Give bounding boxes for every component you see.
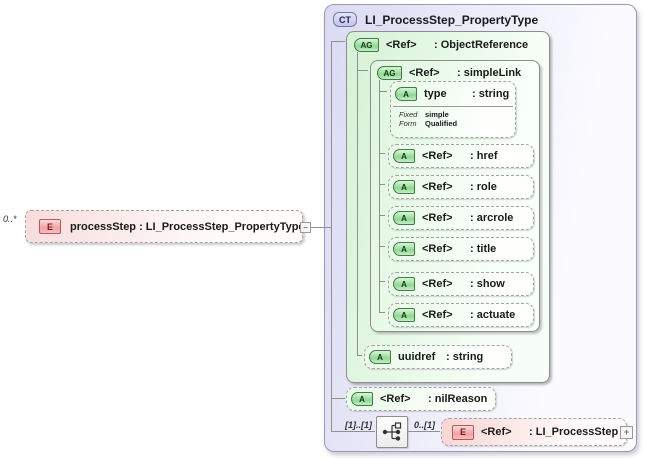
complex-type-box[interactable]: CT LI_ProcessStep_PropertyType AG <Ref> … xyxy=(324,4,637,452)
attribute-group-name: <Ref> xyxy=(409,67,440,79)
expand-icon: + xyxy=(623,427,630,437)
facet-divider xyxy=(393,106,513,107)
attribute-type-name: : arcrole xyxy=(470,212,514,224)
expand-toggle[interactable]: + xyxy=(620,426,633,439)
attribute-actuate[interactable]: A <Ref> : actuate xyxy=(388,303,534,327)
attribute-nilreason[interactable]: A <Ref> : nilReason xyxy=(346,387,496,411)
attribute-type-name: : role xyxy=(470,181,497,193)
attribute-type-name: : href xyxy=(470,150,498,162)
connector-line xyxy=(358,70,368,71)
connector-line xyxy=(380,184,385,185)
attribute-name: uuidref xyxy=(398,351,436,363)
attribute-name: <Ref> xyxy=(422,309,453,321)
attribute-name: type xyxy=(424,88,447,100)
attribute-type-name: : actuate xyxy=(470,309,516,321)
connector-line xyxy=(332,431,375,432)
attribute-group-header: AG <Ref> : simpleLink xyxy=(377,66,521,80)
attribute-name: <Ref> xyxy=(422,181,453,193)
attribute-title[interactable]: A <Ref> : title xyxy=(388,237,534,261)
connector-line xyxy=(380,91,387,92)
attribute-group-type: : simpleLink xyxy=(457,67,522,79)
attribute-badge-icon: A xyxy=(393,180,415,194)
complex-type-badge-icon: CT xyxy=(333,12,357,27)
attribute-badge-icon: A xyxy=(351,392,373,406)
attribute-name: <Ref> xyxy=(422,212,453,224)
element-li-processstep[interactable]: E <Ref> : LI_ProcessStep + xyxy=(441,418,633,446)
attribute-uuidref[interactable]: A uuidref : string xyxy=(364,345,512,369)
attribute-arcrole[interactable]: A <Ref> : arcrole xyxy=(388,206,534,230)
connector-line xyxy=(380,153,385,154)
connector-line xyxy=(311,227,332,228)
attribute-badge-icon: A xyxy=(393,277,415,291)
attribute-type-name: : show xyxy=(470,278,505,290)
connector-line xyxy=(407,431,440,432)
attribute-group-header: AG <Ref> : ObjectReference xyxy=(354,38,528,52)
attribute-type[interactable]: A type : string Fixed simple Form Qualif… xyxy=(390,81,516,138)
facet-list: Fixed simple Form Qualified xyxy=(391,107,515,128)
attribute-type-name: : title xyxy=(470,243,497,255)
attribute-group-name: <Ref> xyxy=(386,39,417,51)
attribute-group-objectreference[interactable]: AG <Ref> : ObjectReference AG <Ref> : si… xyxy=(346,31,550,383)
attribute-href[interactable]: A <Ref> : href xyxy=(388,144,534,168)
attribute-group-badge-icon: AG xyxy=(377,66,402,80)
attribute-type-name: : string xyxy=(472,88,510,100)
attribute-badge-icon: A xyxy=(393,149,415,163)
attribute-show[interactable]: A <Ref> : show xyxy=(388,272,534,296)
attribute-name: <Ref> xyxy=(422,150,453,162)
connector-line xyxy=(380,312,385,313)
attribute-group-badge-icon: AG xyxy=(354,38,379,52)
element-type: : LI_ProcessStep xyxy=(529,426,619,438)
sequence-cardinality-label: [1]..[1] xyxy=(345,420,372,430)
collapse-icon: − xyxy=(303,222,308,232)
element-badge-icon: E xyxy=(452,424,474,440)
attribute-type-name: : nilReason xyxy=(428,393,488,405)
attribute-role[interactable]: A <Ref> : role xyxy=(388,175,534,199)
cardinality-label: 0..* xyxy=(3,214,17,224)
attribute-group-type: : ObjectReference xyxy=(434,39,529,51)
element-badge-icon: E xyxy=(39,219,61,234)
attribute-name: <Ref> xyxy=(380,393,411,405)
facet-fixed: Fixed simple xyxy=(399,110,515,119)
facet-form: Form Qualified xyxy=(399,119,515,128)
element-name: <Ref> xyxy=(481,426,512,438)
attribute-badge-icon: A xyxy=(369,350,391,364)
facet-value: simple xyxy=(425,110,449,119)
element-label: processStep : LI_ProcessStep_PropertyTyp… xyxy=(70,220,305,233)
attribute-badge-icon: A xyxy=(393,308,415,322)
facet-label: Form xyxy=(399,119,417,128)
attribute-group-simplelink[interactable]: AG <Ref> : simpleLink A type : string Fi… xyxy=(370,60,540,332)
facet-value: Qualified xyxy=(425,119,458,128)
connector-line xyxy=(379,80,380,313)
attribute-name: <Ref> xyxy=(422,243,453,255)
sequence-compositor-button[interactable] xyxy=(376,416,408,448)
connector-line xyxy=(331,41,332,432)
element-processstep[interactable]: E processStep : LI_ProcessStep_PropertyT… xyxy=(25,210,305,243)
connector-line xyxy=(380,246,385,247)
facet-label: Fixed xyxy=(399,110,418,119)
connector-line xyxy=(332,41,345,42)
attribute-badge-icon: A xyxy=(393,211,415,225)
connector-line xyxy=(357,52,358,356)
attribute-row: A type : string xyxy=(391,82,515,106)
connector-line xyxy=(358,355,362,356)
attribute-badge-icon: A xyxy=(393,242,415,256)
attribute-type-name: : string xyxy=(446,351,484,363)
connector-line xyxy=(380,215,385,216)
attribute-badge-icon: A xyxy=(395,87,417,101)
element-cardinality-label: 0..[1] xyxy=(414,420,436,430)
complex-type-title: LI_ProcessStep_PropertyType xyxy=(365,12,539,27)
connector-line xyxy=(380,281,385,282)
sequence-icon xyxy=(382,422,402,441)
connector-line xyxy=(332,398,345,399)
collapse-toggle[interactable]: − xyxy=(300,222,311,233)
complex-type-header: CT LI_ProcessStep_PropertyType xyxy=(333,12,538,27)
attribute-name: <Ref> xyxy=(422,278,453,290)
